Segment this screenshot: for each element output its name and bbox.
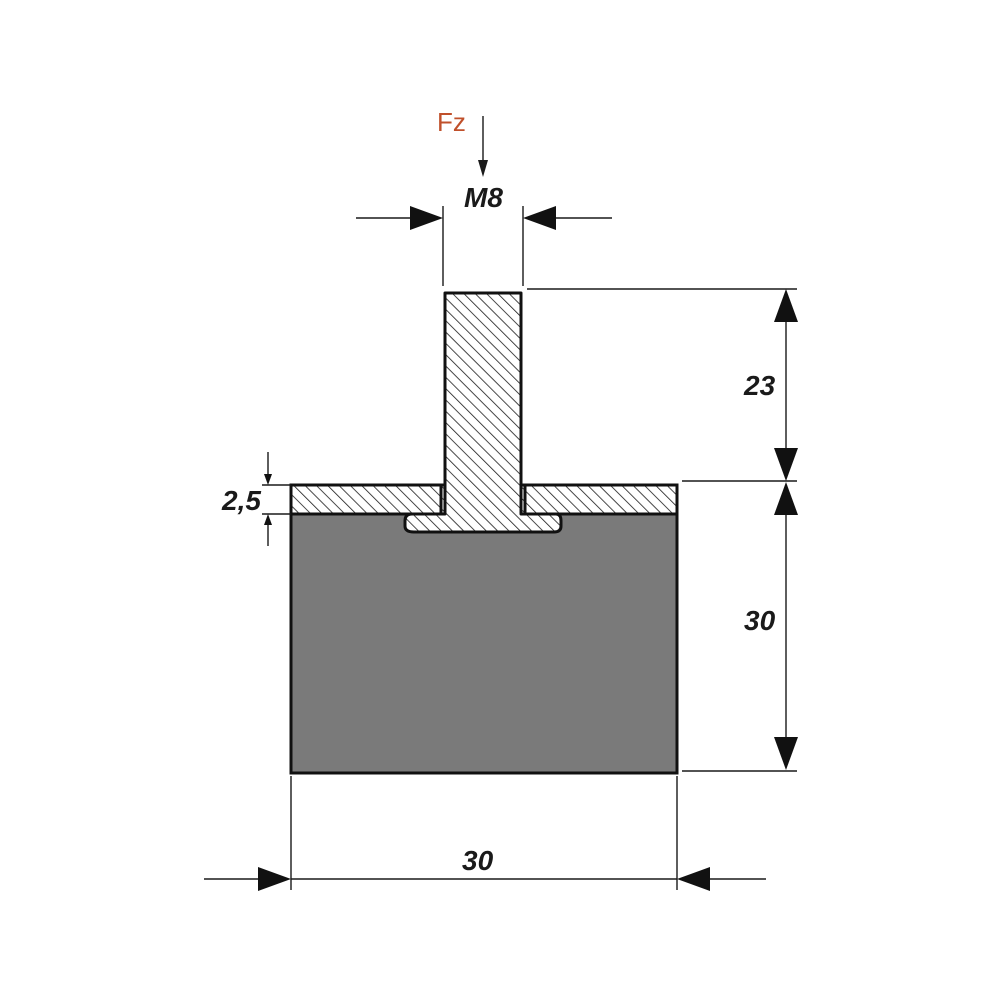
force-arrow xyxy=(478,116,488,177)
rubber-body xyxy=(289,512,679,775)
stud-length-dimension xyxy=(527,288,798,481)
stud-length-label: 23 xyxy=(743,370,776,401)
body-width-dimension xyxy=(204,776,766,891)
plate-thickness-dimension xyxy=(262,452,291,546)
thread-dimension xyxy=(356,206,612,286)
threaded-stud xyxy=(403,291,563,534)
thread-label: M8 xyxy=(464,182,503,213)
body-height-dimension xyxy=(682,480,798,772)
body-height-label: 30 xyxy=(744,605,776,636)
body-width-label: 30 xyxy=(462,845,494,876)
force-label: Fz xyxy=(437,107,466,137)
plate-thickness-label: 2,5 xyxy=(221,485,261,516)
